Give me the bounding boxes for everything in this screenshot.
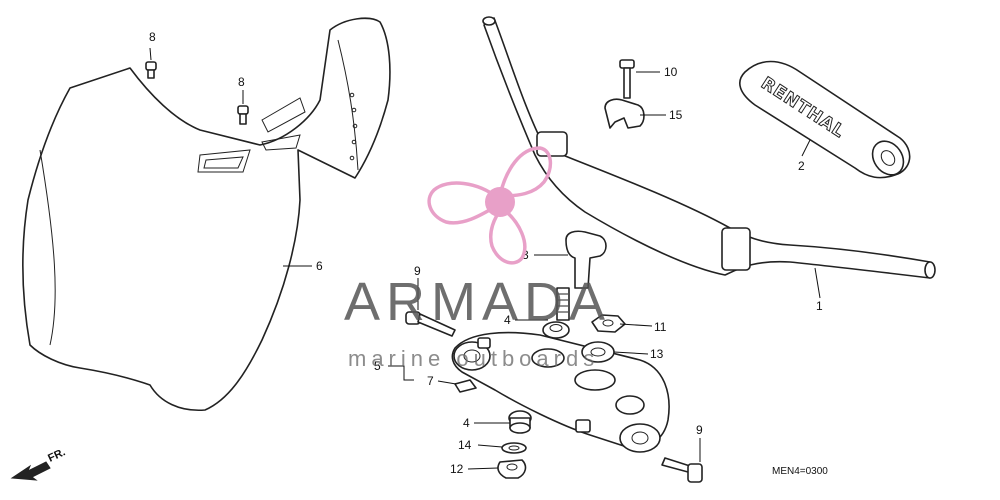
front-arrow-icon — [10, 461, 51, 481]
callout-12: 12 — [450, 462, 464, 476]
callout-11: 11 — [654, 320, 667, 334]
handlebar-pad: RENTHAL — [739, 60, 911, 179]
callout-14: 14 — [458, 438, 472, 452]
callout-4-lower: 4 — [463, 416, 470, 430]
callout-9-lower: 9 — [696, 423, 703, 437]
propeller-logo-icon — [427, 146, 553, 265]
callout-8-upper: 8 — [149, 30, 156, 44]
collar-7 — [454, 379, 477, 393]
top-bridge — [451, 331, 670, 453]
watermark-subtitle: marine outboards — [348, 346, 599, 371]
bolt-9-lower — [661, 457, 703, 483]
nut-4-lower — [508, 410, 532, 434]
callout-10: 10 — [664, 65, 678, 79]
number-plate — [22, 17, 391, 412]
bolt-10 — [619, 59, 635, 99]
handlebar-holder — [556, 230, 607, 321]
leader-lines — [149, 47, 821, 470]
callout-8-lower: 8 — [238, 75, 245, 89]
callout-1: 1 — [816, 299, 823, 313]
holder-upper-cap — [604, 98, 645, 129]
collar-12 — [497, 459, 527, 479]
callout-15: 15 — [669, 108, 683, 122]
handlebar — [482, 16, 936, 279]
watermark-title: ARMADA — [344, 272, 611, 332]
callout-7: 7 — [427, 374, 434, 388]
callout-2: 2 — [798, 159, 805, 173]
callout-6: 6 — [316, 259, 323, 273]
front-direction-marker: FR. — [10, 446, 67, 481]
watermark: ARMADA marine outboards — [344, 146, 611, 371]
callout-4-upper: 4 — [504, 313, 511, 327]
bolt-9-upper — [405, 311, 456, 337]
nut-4-upper — [542, 321, 570, 339]
screw-8-lower — [237, 105, 249, 125]
callout-9-upper: 9 — [414, 264, 421, 278]
diagram-code: MEN4=0300 — [772, 466, 828, 477]
screw-8-upper — [145, 61, 157, 79]
callout-3: 3 — [522, 248, 529, 262]
callout-5: 5 — [374, 359, 381, 373]
callout-13: 13 — [650, 347, 664, 361]
washer-14 — [501, 442, 527, 454]
callout-labels: 8 8 6 9 10 15 2 3 1 4 11 13 5 7 4 14 12 … — [149, 30, 823, 476]
front-marker-text: FR. — [46, 446, 67, 464]
